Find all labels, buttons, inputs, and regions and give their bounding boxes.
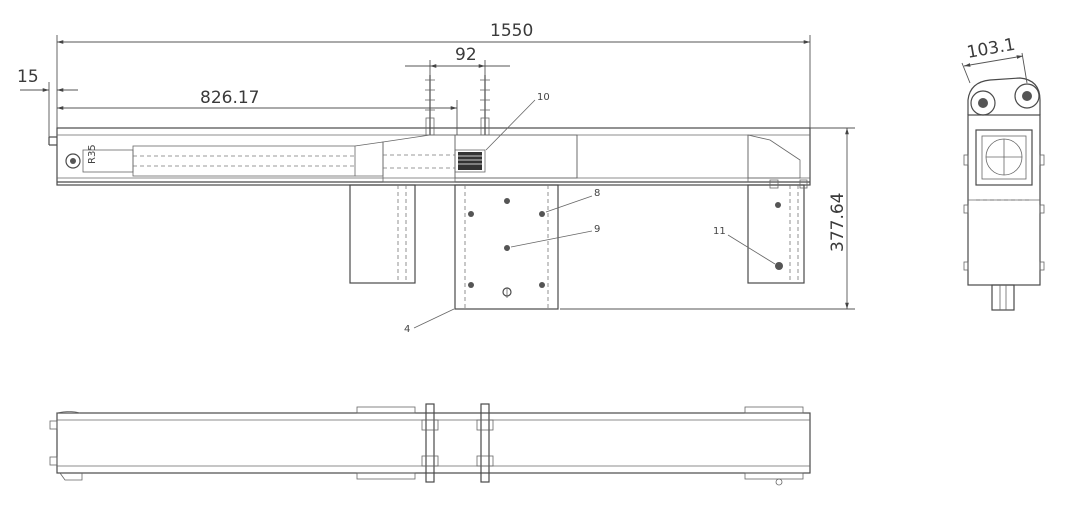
dim-center-offset: 826.17 [200, 88, 259, 108]
right-leg [747, 179, 808, 284]
dim-sprocket-spacing: 92 [455, 45, 477, 65]
top-view [49, 403, 811, 486]
callout-4: 4 [404, 324, 410, 335]
main-rail [56, 127, 811, 186]
callout-9: 9 [594, 224, 600, 235]
callout-8: 8 [594, 188, 600, 199]
sprocket-right [480, 75, 490, 136]
side-view: 103.1 [961, 35, 1045, 311]
left-leg [349, 184, 416, 284]
front-view: R35 [17, 21, 855, 335]
mounting-plate [454, 184, 559, 310]
top-sprocket-left [425, 403, 435, 483]
dim-offset-left: 15 [17, 67, 39, 87]
sprocket-left [425, 75, 435, 136]
top-sprocket-right [480, 403, 490, 483]
actuator-cylinder: R35 [65, 141, 384, 177]
callout-10: 10 [537, 92, 550, 103]
callout-11: 11 [713, 226, 726, 237]
dim-overall-length: 1550 [490, 21, 533, 41]
dim-height: 377.64 [828, 193, 848, 252]
radius-label: R35 [87, 144, 98, 164]
gear [458, 152, 482, 170]
